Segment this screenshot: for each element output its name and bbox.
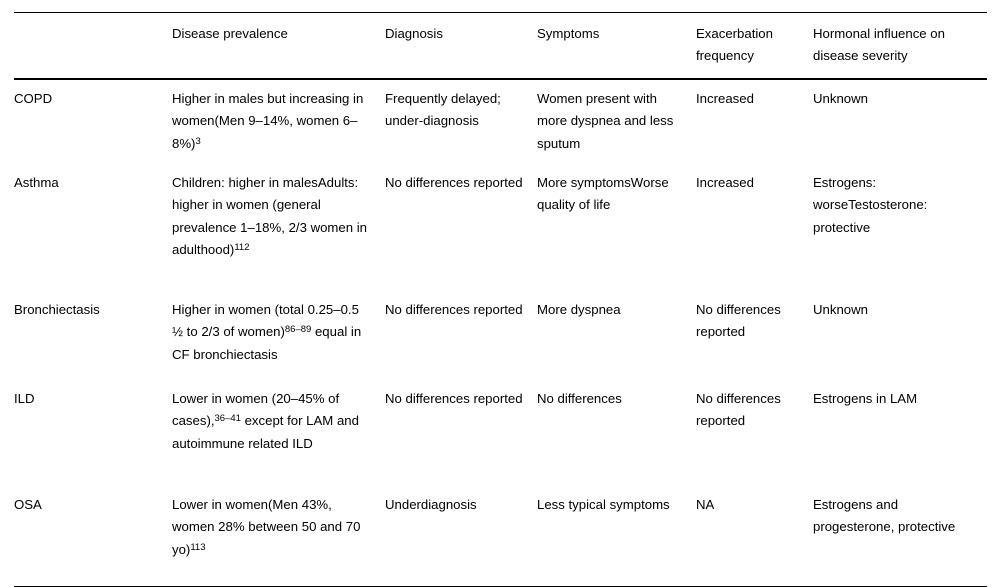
cell-copd-diagnosis-text: Frequently delayed; under-diagnosis xyxy=(385,90,505,129)
citation-superscript: 3 xyxy=(195,135,201,147)
column-header-symptoms: Symptoms xyxy=(537,13,696,79)
table-row: ILD Lower in women (20–45% of cases),36–… xyxy=(14,388,987,494)
row-label-bronchiectasis: Bronchiectasis xyxy=(14,299,172,388)
cell-copd-prevalence: Higher in males but increasing in women(… xyxy=(172,79,385,172)
column-header-exacerbation-frequency-text: Exacerbation frequency xyxy=(696,26,777,64)
cell-asthma-diagnosis: No differences reported xyxy=(385,172,537,299)
cell-osa-diagnosis: Underdiagnosis xyxy=(385,494,537,587)
cell-ild-exacerbation-text: No differences reported xyxy=(696,390,785,429)
cell-osa-exacerbation-text: NA xyxy=(696,496,715,512)
column-header-hormonal-influence: Hormonal influence on disease severity xyxy=(813,13,987,79)
disease-sex-differences-table: Disease prevalence Diagnosis Symptoms Ex… xyxy=(14,12,987,587)
cell-ild-hormonal: Estrogens in LAM xyxy=(813,388,987,494)
cell-bronchiectasis-diagnosis: No differences reported xyxy=(385,299,537,388)
table-header: Disease prevalence Diagnosis Symptoms Ex… xyxy=(14,12,987,79)
cell-ild-symptoms: No differences xyxy=(537,388,696,494)
cell-asthma-prevalence: Children: higher in malesAdults: higher … xyxy=(172,172,385,299)
row-label-copd-text: COPD xyxy=(14,90,53,106)
cell-copd-exacerbation-text: Increased xyxy=(696,90,754,106)
row-label-copd: COPD xyxy=(14,79,172,172)
citation-superscript: 36–41 xyxy=(214,413,241,425)
cell-copd-prevalence-text: Higher in males but increasing in women(… xyxy=(172,90,367,151)
header-row: Disease prevalence Diagnosis Symptoms Ex… xyxy=(14,13,987,79)
cell-bronchiectasis-exacerbation-text: No differences reported xyxy=(696,301,785,340)
cell-bronchiectasis-hormonal-text: Unknown xyxy=(813,301,868,317)
column-header-hormonal-influence-text: Hormonal influence on disease severity xyxy=(813,26,949,64)
cell-asthma-exacerbation-text: Increased xyxy=(696,174,754,190)
cell-osa-symptoms: Less typical symptoms xyxy=(537,494,696,587)
cell-asthma-hormonal: Estrogens: worseTestosterone: protective xyxy=(813,172,987,299)
cell-asthma-diagnosis-text: No differences reported xyxy=(385,174,523,190)
cell-ild-diagnosis: No differences reported xyxy=(385,388,537,494)
cell-osa-symptoms-text: Less typical symptoms xyxy=(537,496,670,512)
row-label-asthma: Asthma xyxy=(14,172,172,299)
cell-bronchiectasis-symptoms: More dyspnea xyxy=(537,299,696,388)
table-row: Asthma Children: higher in malesAdults: … xyxy=(14,172,987,299)
cell-bronchiectasis-prevalence-text: Higher in women (total 0.25–0.5 ½ to 2/3… xyxy=(172,301,365,362)
table-row: COPD Higher in males but increasing in w… xyxy=(14,79,987,172)
row-label-osa-text: OSA xyxy=(14,496,42,512)
row-label-asthma-text: Asthma xyxy=(14,174,59,190)
cell-bronchiectasis-hormonal: Unknown xyxy=(813,299,987,388)
cell-ild-diagnosis-text: No differences reported xyxy=(385,390,523,406)
table-body: COPD Higher in males but increasing in w… xyxy=(14,79,987,587)
cell-copd-symptoms-text: Women present with more dyspnea and less… xyxy=(537,90,678,151)
cell-asthma-prevalence-text: Children: higher in malesAdults: higher … xyxy=(172,174,371,258)
cell-ild-prevalence-text: Lower in women (20–45% of cases),36–41 e… xyxy=(172,390,363,451)
row-label-osa: OSA xyxy=(14,494,172,587)
cell-osa-diagnosis-text: Underdiagnosis xyxy=(385,496,477,512)
cell-copd-diagnosis: Frequently delayed; under-diagnosis xyxy=(385,79,537,172)
cell-osa-hormonal: Estrogens and progesterone, protective xyxy=(813,494,987,587)
column-header-disease-prevalence: Disease prevalence xyxy=(172,13,385,79)
column-header-symptoms-text: Symptoms xyxy=(537,26,600,41)
cell-ild-symptoms-text: No differences xyxy=(537,390,622,406)
citation-superscript: 113 xyxy=(190,541,206,553)
cell-osa-exacerbation: NA xyxy=(696,494,813,587)
table-row: Bronchiectasis Higher in women (total 0.… xyxy=(14,299,987,388)
cell-bronchiectasis-diagnosis-text: No differences reported xyxy=(385,301,523,317)
table-row: OSA Lower in women(Men 43%, women 28% be… xyxy=(14,494,987,587)
cell-ild-exacerbation: No differences reported xyxy=(696,388,813,494)
column-header-diagnosis-text: Diagnosis xyxy=(385,26,443,41)
column-header-diagnosis: Diagnosis xyxy=(385,13,537,79)
row-label-ild: ILD xyxy=(14,388,172,494)
cell-asthma-symptoms-text: More symptomsWorse quality of life xyxy=(537,174,673,213)
cell-copd-hormonal: Unknown xyxy=(813,79,987,172)
column-header-disease-prevalence-text: Disease prevalence xyxy=(172,26,288,41)
cell-bronchiectasis-symptoms-text: More dyspnea xyxy=(537,301,621,317)
cell-ild-prevalence: Lower in women (20–45% of cases),36–41 e… xyxy=(172,388,385,494)
cell-osa-hormonal-text: Estrogens and progesterone, protective xyxy=(813,496,956,535)
cell-asthma-exacerbation: Increased xyxy=(696,172,813,299)
cell-asthma-hormonal-text: Estrogens: worseTestosterone: protective xyxy=(813,174,932,235)
cell-osa-prevalence-text: Lower in women(Men 43%, women 28% betwee… xyxy=(172,496,365,557)
row-label-bronchiectasis-text: Bronchiectasis xyxy=(14,301,100,317)
cell-bronchiectasis-exacerbation: No differences reported xyxy=(696,299,813,388)
column-header-exacerbation-frequency: Exacerbation frequency xyxy=(696,13,813,79)
cell-osa-prevalence: Lower in women(Men 43%, women 28% betwee… xyxy=(172,494,385,587)
cell-ild-hormonal-text: Estrogens in LAM xyxy=(813,390,918,406)
column-header-label xyxy=(14,13,172,79)
cell-asthma-symptoms: More symptomsWorse quality of life xyxy=(537,172,696,299)
row-label-ild-text: ILD xyxy=(14,390,35,406)
cell-copd-symptoms: Women present with more dyspnea and less… xyxy=(537,79,696,172)
citation-superscript: 86–89 xyxy=(284,324,312,336)
citation-superscript: 112 xyxy=(234,242,250,254)
cell-copd-hormonal-text: Unknown xyxy=(813,90,868,106)
cell-copd-exacerbation: Increased xyxy=(696,79,813,172)
cell-bronchiectasis-prevalence: Higher in women (total 0.25–0.5 ½ to 2/3… xyxy=(172,299,385,388)
